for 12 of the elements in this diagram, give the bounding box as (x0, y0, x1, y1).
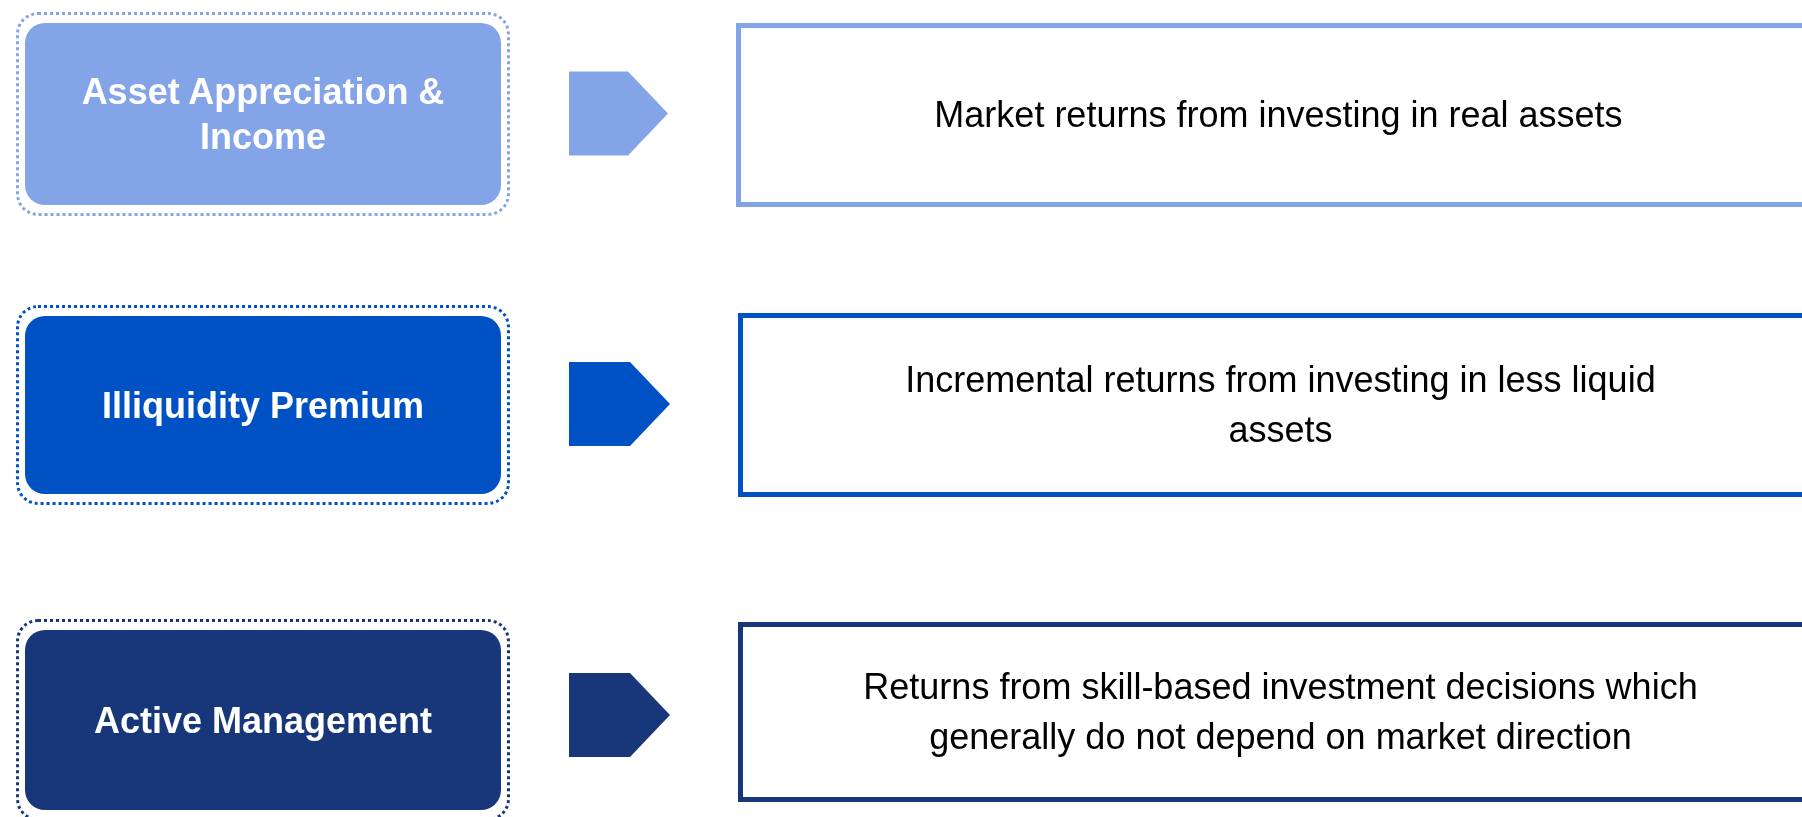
description-box (738, 313, 1802, 497)
category-title: Active Management (93, 698, 433, 743)
category-title: Illiquidity Premium (101, 383, 425, 428)
chevron-arrow (569, 71, 668, 156)
description-text: Returns from skill-based investment decisions which generally do not depend on market direction (862, 664, 1699, 759)
category-title: Asset Appreciation & Income (80, 70, 446, 159)
description-box (736, 23, 1802, 207)
chevron-arrow (569, 673, 670, 757)
description-text: Market returns from investing in real assets (934, 92, 1623, 137)
chevron-arrow (569, 362, 670, 446)
description-box (738, 622, 1802, 802)
description-text: Incremental returns from investing in less liquid assets (904, 357, 1657, 452)
